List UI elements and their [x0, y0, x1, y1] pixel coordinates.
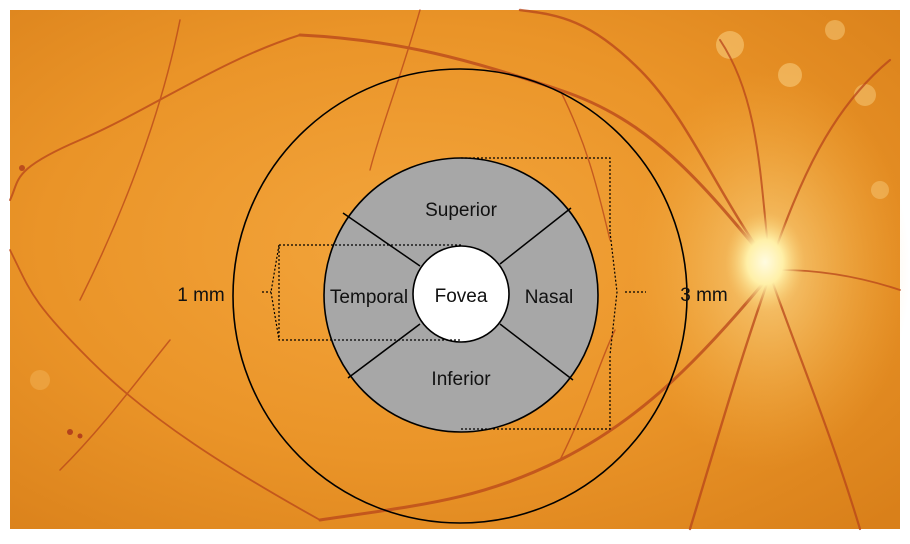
- exudate-spot: [871, 181, 889, 199]
- exudate-spot: [30, 370, 50, 390]
- exudate-spot: [778, 63, 802, 87]
- exudate-spot: [825, 20, 845, 40]
- label-fovea: Fovea: [435, 286, 488, 307]
- label-superior: Superior: [425, 200, 497, 221]
- exudate-spot: [854, 84, 876, 106]
- hemorrhage-spot: [78, 434, 83, 439]
- scale-label-1mm: 1 mm: [177, 285, 225, 306]
- optic-disc: [725, 212, 805, 312]
- scale-label-3mm: 3 mm: [680, 285, 728, 306]
- label-nasal: Nasal: [525, 287, 574, 308]
- label-temporal: Temporal: [330, 287, 408, 308]
- label-inferior: Inferior: [431, 369, 491, 390]
- exudate-spot: [716, 31, 744, 59]
- hemorrhage-spot: [19, 165, 25, 171]
- hemorrhage-spot: [67, 429, 73, 435]
